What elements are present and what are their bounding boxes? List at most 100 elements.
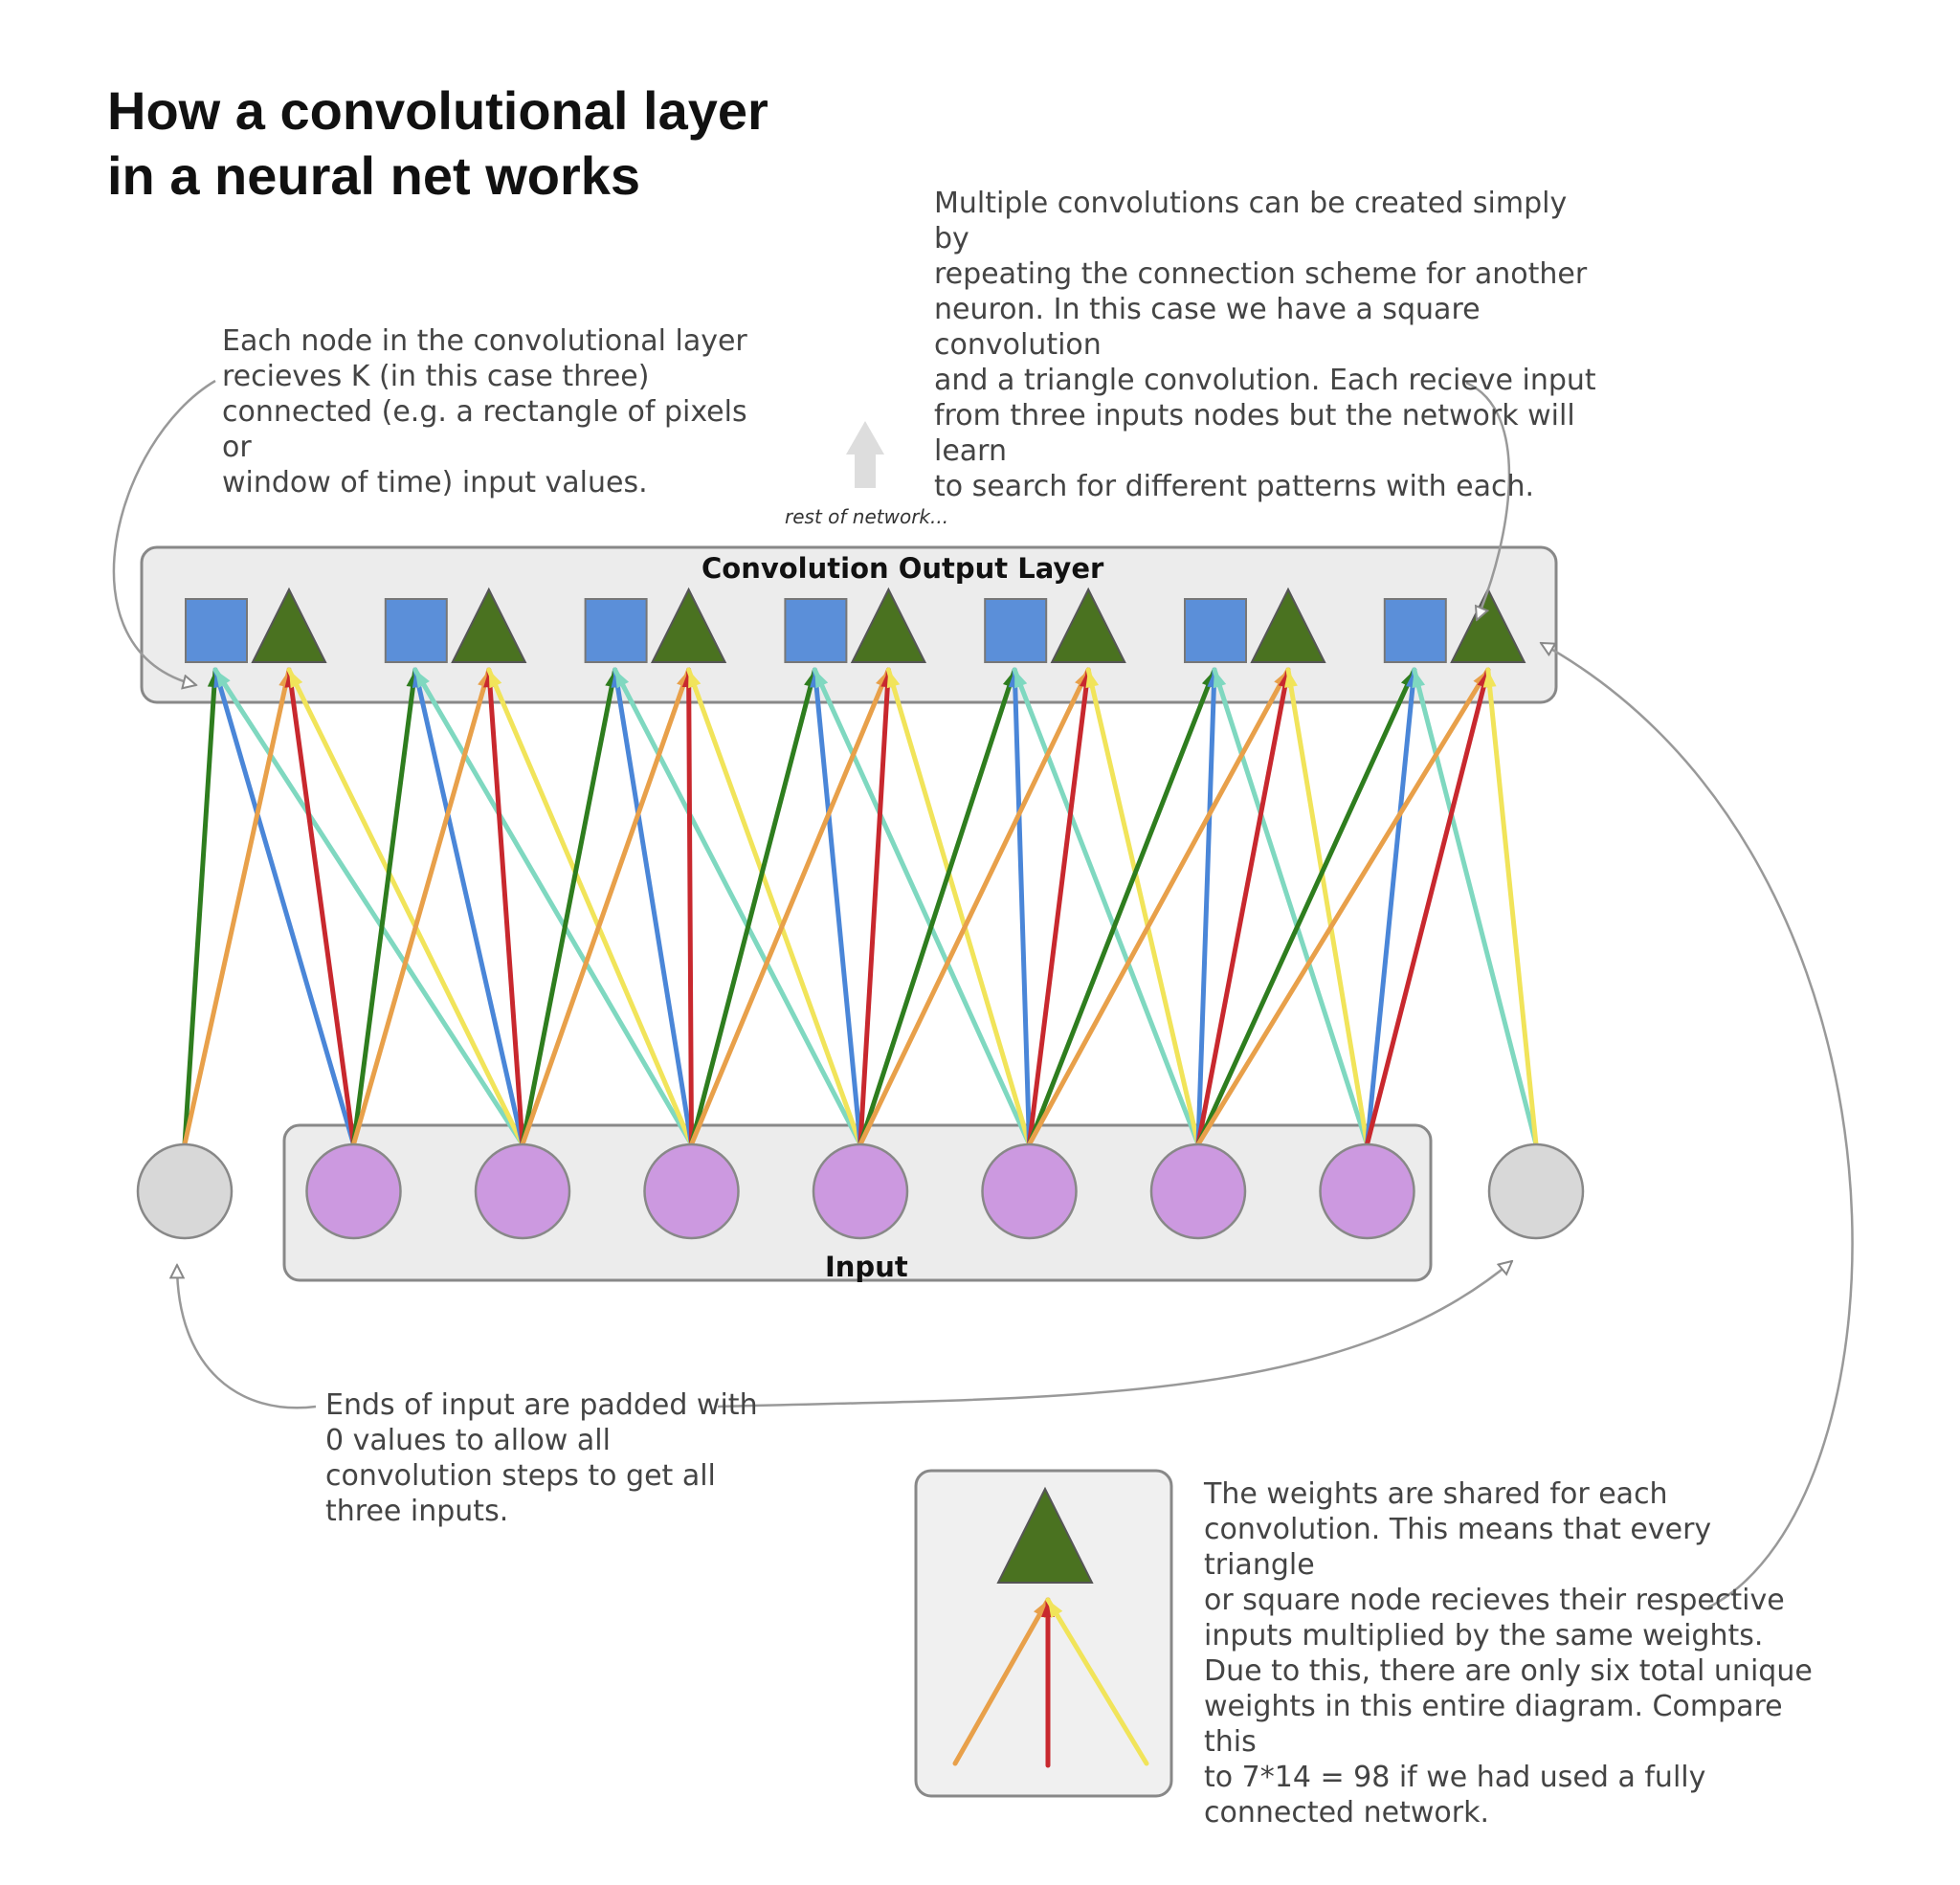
note-line: window of time) input values. xyxy=(222,466,648,499)
note-line: recieves K (in this case three) xyxy=(222,360,650,393)
legend-triangle-node xyxy=(996,1486,1094,1584)
square-convolution-node xyxy=(1383,598,1447,663)
square-weight-edge xyxy=(858,667,1017,1147)
triangle-weight-edge xyxy=(520,667,692,1147)
triangle-convolution-node xyxy=(1050,587,1126,663)
note-line: Ends of input are padded with xyxy=(325,1388,758,1422)
note-line: inputs multiplied by the same weights. xyxy=(1204,1619,1764,1652)
square-weight-edge xyxy=(351,667,418,1147)
square-convolution-node xyxy=(984,598,1048,663)
square-weight-edge xyxy=(612,667,694,1147)
callout-weights-arrow xyxy=(1541,641,1854,1609)
square-weight-edge xyxy=(1365,667,1417,1147)
page-title: How a convolutional layer in a neural ne… xyxy=(107,78,768,209)
legend-weight-edge xyxy=(952,1597,1051,1766)
triangle-weight-edge xyxy=(1365,667,1491,1147)
square-weight-edge-head xyxy=(1213,670,1227,689)
square-weight-edge xyxy=(212,667,356,1147)
square-weight-edge-head xyxy=(1014,670,1028,689)
triangle-weight-edge xyxy=(686,667,694,1147)
input-layer-label: Input xyxy=(825,1251,908,1283)
legend-weight-edge-head xyxy=(1048,1600,1063,1619)
triangle-weight-edge xyxy=(689,667,891,1147)
square-convolution-node xyxy=(1184,598,1247,663)
square-weight-edge xyxy=(689,667,817,1147)
note-line: Due to this, there are only six total un… xyxy=(1204,1654,1813,1688)
triangle-convolution-node xyxy=(251,587,327,663)
input-node xyxy=(981,1142,1078,1240)
title-line-2: in a neural net works xyxy=(107,145,641,206)
triangle-weight-edge xyxy=(686,667,863,1147)
triangle-weight-edge xyxy=(182,667,292,1147)
square-weight-edge-head xyxy=(215,670,231,688)
output-layer-label: Convolution Output Layer xyxy=(702,552,1104,585)
triangle-weight-edge xyxy=(286,667,525,1147)
triangle-convolution-node xyxy=(650,587,727,663)
callout-pad-right-arrow xyxy=(717,1261,1512,1408)
triangle-weight-edge-head xyxy=(1284,670,1298,688)
note-line: to 7*14 = 98 if we had used a fully xyxy=(1204,1761,1706,1794)
note-line: The weights are shared for each xyxy=(1204,1477,1668,1511)
square-weight-edge xyxy=(812,667,863,1147)
square-weight-edge-head xyxy=(414,670,430,689)
note-line: 0 values to allow all xyxy=(325,1424,611,1457)
square-weight-edge xyxy=(612,667,863,1147)
triangle-weight-edge-head xyxy=(886,670,901,689)
triangle-weight-edge-head xyxy=(488,670,502,689)
note-line: weights in this entire diagram. Compare … xyxy=(1204,1690,1783,1759)
note-line: and a triangle convolution. Each recieve… xyxy=(934,364,1596,397)
square-weight-edge-head xyxy=(614,670,630,689)
triangle-weight-edge-head xyxy=(1085,670,1100,689)
triangle-weight-edge xyxy=(1195,667,1291,1147)
triangle-weight-edge xyxy=(858,667,891,1147)
input-node xyxy=(474,1142,571,1240)
square-weight-edge xyxy=(1412,667,1539,1147)
shared-weights-note: The weights are shared for each convolut… xyxy=(1204,1476,1816,1830)
note-line: Multiple convolutions can be created sim… xyxy=(934,187,1568,255)
note-line: three inputs. xyxy=(325,1495,509,1528)
callout-left-arrow xyxy=(112,379,216,685)
input-node xyxy=(1319,1142,1415,1240)
rest-of-network-label: rest of network... xyxy=(785,505,949,528)
square-weight-edge-head xyxy=(814,670,829,689)
triangle-weight-edge xyxy=(1085,667,1201,1147)
note-line: convolution. This means that every trian… xyxy=(1204,1513,1712,1582)
note-line: connected network. xyxy=(1204,1796,1489,1830)
kernel-size-note: Each node in the convolutional layer rec… xyxy=(222,323,758,500)
square-convolution-node xyxy=(185,598,248,663)
legend-weight-edge xyxy=(1045,1597,1149,1766)
square-weight-edge xyxy=(520,667,618,1147)
title-line-1: How a convolutional layer xyxy=(107,80,768,141)
triangle-convolution-node xyxy=(1250,587,1326,663)
square-convolution-node xyxy=(584,598,648,663)
input-node xyxy=(812,1142,909,1240)
square-weight-edge xyxy=(1027,667,1217,1147)
padding-note: Ends of input are padded with 0 values t… xyxy=(325,1387,766,1529)
rest-of-network-arrow xyxy=(846,421,884,488)
triangle-convolution-node xyxy=(451,587,527,663)
note-line: repeating the connection scheme for anot… xyxy=(934,257,1588,291)
input-node xyxy=(643,1142,740,1240)
square-weight-edge xyxy=(1195,667,1217,1147)
square-weight-edge-head xyxy=(1412,670,1426,689)
callout-top-arrow xyxy=(1465,381,1511,620)
square-weight-edge xyxy=(212,667,525,1147)
square-weight-edge xyxy=(1212,667,1370,1147)
callout-pad-left-arrow xyxy=(177,1265,317,1409)
square-weight-edge xyxy=(1012,667,1032,1147)
triangle-weight-edge xyxy=(1195,667,1491,1147)
triangle-weight-edge xyxy=(1027,667,1091,1147)
triangle-weight-edge xyxy=(1027,667,1291,1147)
triangle-weight-edge xyxy=(351,667,492,1147)
square-weight-edge xyxy=(812,667,1032,1147)
note-line: connected (e.g. a rectangle of pixels or xyxy=(222,395,747,464)
triangle-weight-edge xyxy=(486,667,525,1147)
triangle-weight-edge-head xyxy=(1482,670,1497,688)
square-weight-edge xyxy=(1195,667,1417,1147)
triangle-convolution-node xyxy=(1450,587,1526,663)
square-weight-edge xyxy=(1012,667,1201,1147)
padding-node xyxy=(1487,1142,1585,1240)
triangle-weight-edge xyxy=(885,667,1032,1147)
legend-box xyxy=(914,1469,1173,1798)
